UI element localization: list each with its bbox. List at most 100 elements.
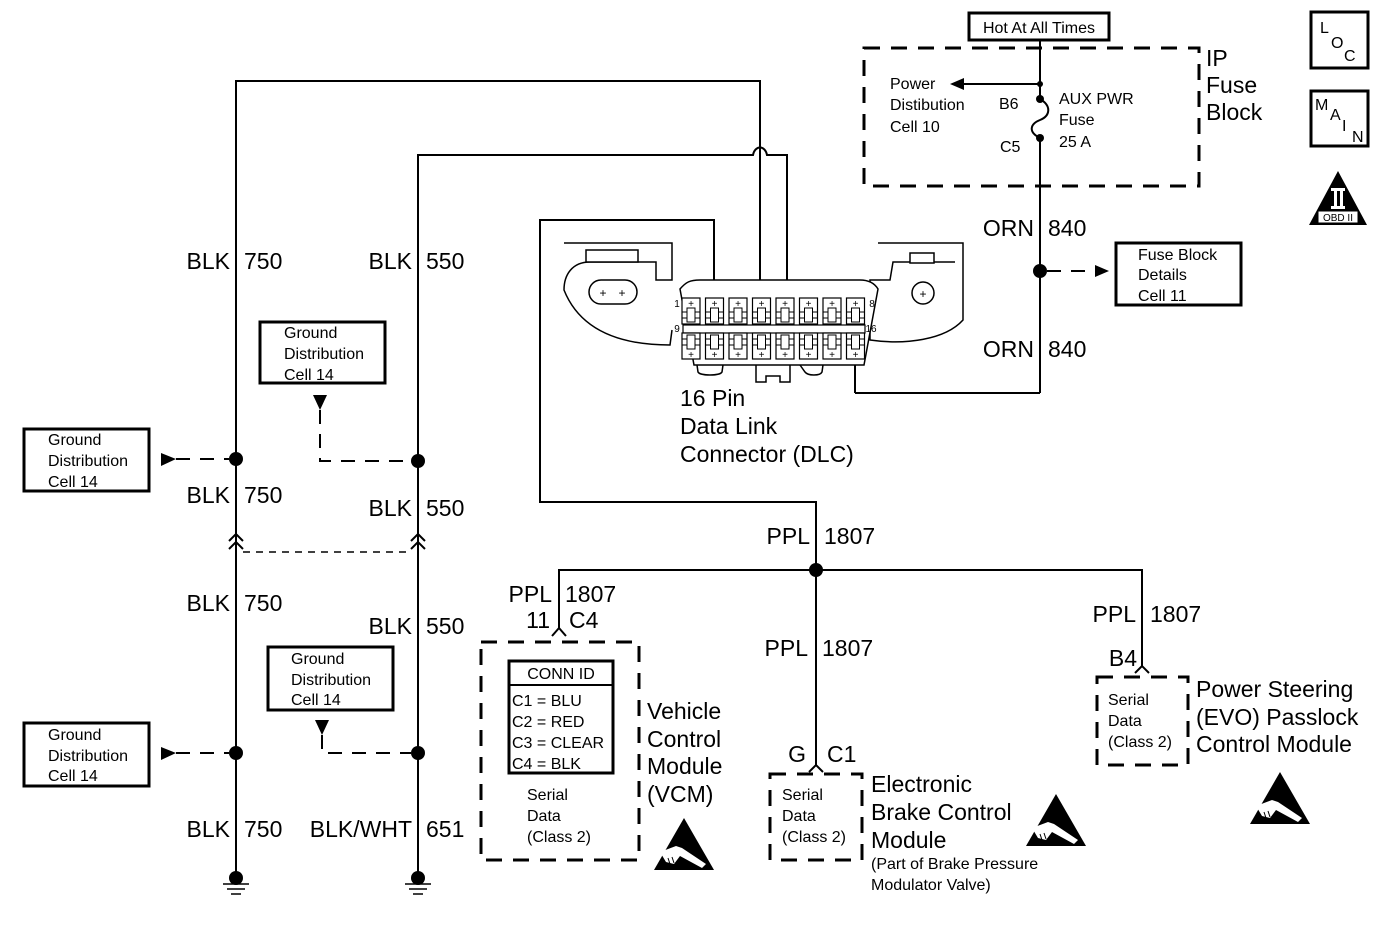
svg-text:B4: B4 [1109, 645, 1137, 671]
ebcm-module[interactable]: Serial Data (Class 2) [768, 772, 864, 862]
svg-text:Ground: Ground [284, 325, 337, 342]
svg-text:Module: Module [647, 753, 722, 779]
svg-text:1: 1 [674, 299, 680, 310]
svg-text:Hot At All Times: Hot At All Times [983, 20, 1095, 37]
svg-text:(Class 2): (Class 2) [782, 829, 846, 846]
svg-text:+: + [599, 286, 606, 300]
svg-text:Cell 14: Cell 14 [48, 768, 98, 785]
svg-text:OBD II: OBD II [1323, 213, 1353, 224]
svg-text:1807: 1807 [822, 635, 873, 661]
wire-ppl-1807 [539, 219, 817, 570]
esd-warning-icon [653, 817, 715, 871]
ground-distribution-ref[interactable]: Ground Distribution Cell 14 [258, 320, 387, 385]
svg-text:Serial: Serial [1108, 692, 1149, 709]
connector-pin-icon [1134, 664, 1150, 674]
svg-text:Ground: Ground [48, 727, 101, 744]
dlc-pin-2 [704, 297, 725, 325]
vcm-module[interactable]: CONN ID C1 = BLU C2 = RED C3 = CLEAR C4 … [479, 640, 641, 862]
inline-connector-icon [228, 532, 426, 553]
svg-text:PPL: PPL [509, 581, 553, 607]
svg-text:Cell 14: Cell 14 [48, 474, 98, 491]
dlc-pin-13 [775, 332, 795, 362]
ground-distribution-ref[interactable]: Ground Distribution Cell 14 [266, 645, 395, 712]
dlc-pin-12 [751, 332, 772, 362]
arrow-up-icon [313, 395, 327, 410]
svg-text:C1 = BLU: C1 = BLU [512, 693, 582, 710]
svg-text:C4: C4 [569, 607, 599, 633]
obd-ii-badge-icon[interactable]: OBD II [1309, 171, 1367, 225]
fuse-block-details-ref[interactable]: Fuse Block Details Cell 11 [1114, 241, 1243, 307]
svg-text:C5: C5 [1000, 139, 1021, 156]
svg-text:750: 750 [244, 482, 282, 508]
svg-text:BLK: BLK [187, 590, 231, 616]
main-badge-icon[interactable]: M A I N [1309, 89, 1370, 148]
svg-text:A: A [1330, 107, 1341, 124]
svg-text:BLK: BLK [187, 248, 231, 274]
svg-text:Distribution: Distribution [284, 346, 364, 363]
dlc-label: 16 Pin [680, 385, 745, 411]
arrow-left-icon [161, 747, 176, 760]
svg-text:Module: Module [871, 827, 946, 853]
svg-text:Data Link: Data Link [680, 413, 778, 439]
svg-text:Distibution: Distibution [890, 97, 965, 114]
svg-text:Cell 14: Cell 14 [284, 367, 334, 384]
svg-text:BLK: BLK [369, 248, 413, 274]
ground-icon [404, 870, 432, 895]
evo-module[interactable]: Serial Data (Class 2) [1095, 675, 1190, 767]
dlc-pin-8 [845, 297, 866, 325]
wire-blk-550 [417, 146, 788, 880]
dlc-pin-6 [798, 297, 819, 325]
svg-text:PPL: PPL [767, 523, 811, 549]
splice-dot [229, 746, 243, 760]
svg-text:PPL: PPL [1093, 601, 1137, 627]
svg-text:Ground: Ground [48, 432, 101, 449]
svg-text:Fuse: Fuse [1059, 112, 1095, 129]
svg-text:O: O [1331, 35, 1343, 52]
svg-text:I: I [1342, 118, 1346, 135]
svg-text:Connector (DLC): Connector (DLC) [680, 441, 854, 467]
svg-text:Electronic: Electronic [871, 771, 972, 797]
svg-text:550: 550 [426, 248, 464, 274]
svg-text:C3 = CLEAR: C3 = CLEAR [512, 735, 604, 752]
svg-text:(Class 2): (Class 2) [1108, 734, 1172, 751]
svg-text:Data: Data [527, 808, 561, 825]
svg-text:550: 550 [426, 613, 464, 639]
svg-text:Control Module: Control Module [1196, 731, 1352, 757]
splice-dot [411, 746, 425, 760]
svg-text:651: 651 [426, 816, 464, 842]
svg-text:(Class 2): (Class 2) [527, 829, 591, 846]
svg-text:16: 16 [865, 324, 877, 335]
ground-icon [222, 870, 250, 895]
ground-distribution-ref[interactable]: Ground Distribution Cell 14 [22, 427, 151, 493]
arrow-left-icon [950, 78, 964, 90]
svg-text:1807: 1807 [565, 581, 616, 607]
dlc-connector-icon[interactable]: + + + 1 8 9 16 [563, 242, 964, 383]
splice-dot [1033, 264, 1047, 278]
svg-text:840: 840 [1048, 336, 1086, 362]
svg-text:Data: Data [1108, 713, 1142, 730]
svg-text:11: 11 [526, 607, 550, 633]
svg-text:Modulator Valve): Modulator Valve) [871, 877, 991, 894]
svg-text:9: 9 [674, 324, 680, 335]
loc-badge-icon[interactable]: L O C [1309, 10, 1370, 70]
svg-text:Cell 11: Cell 11 [1138, 288, 1187, 305]
ground-distribution-ref[interactable]: Ground Distribution Cell 14 [22, 721, 151, 788]
dlc-pin-5 [775, 297, 795, 325]
dlc-pin-7 [822, 297, 842, 325]
dlc-pin-14 [798, 332, 819, 362]
svg-text:Control: Control [647, 726, 721, 752]
splice-dot [229, 452, 243, 466]
svg-text:ORN: ORN [983, 336, 1034, 362]
svg-text:Brake Control: Brake Control [871, 799, 1012, 825]
svg-text:8: 8 [869, 299, 875, 310]
svg-text:Vehicle: Vehicle [647, 698, 721, 724]
svg-text:Fuse Block: Fuse Block [1138, 247, 1218, 264]
svg-text:C2 = RED: C2 = RED [512, 714, 584, 731]
svg-text:BLK: BLK [369, 613, 413, 639]
svg-text:750: 750 [244, 248, 282, 274]
svg-text:550: 550 [426, 495, 464, 521]
fuse-icon [1030, 98, 1050, 139]
dlc-pin-3 [728, 297, 748, 325]
svg-text:(Part of Brake Pressure: (Part of Brake Pressure [871, 856, 1038, 873]
